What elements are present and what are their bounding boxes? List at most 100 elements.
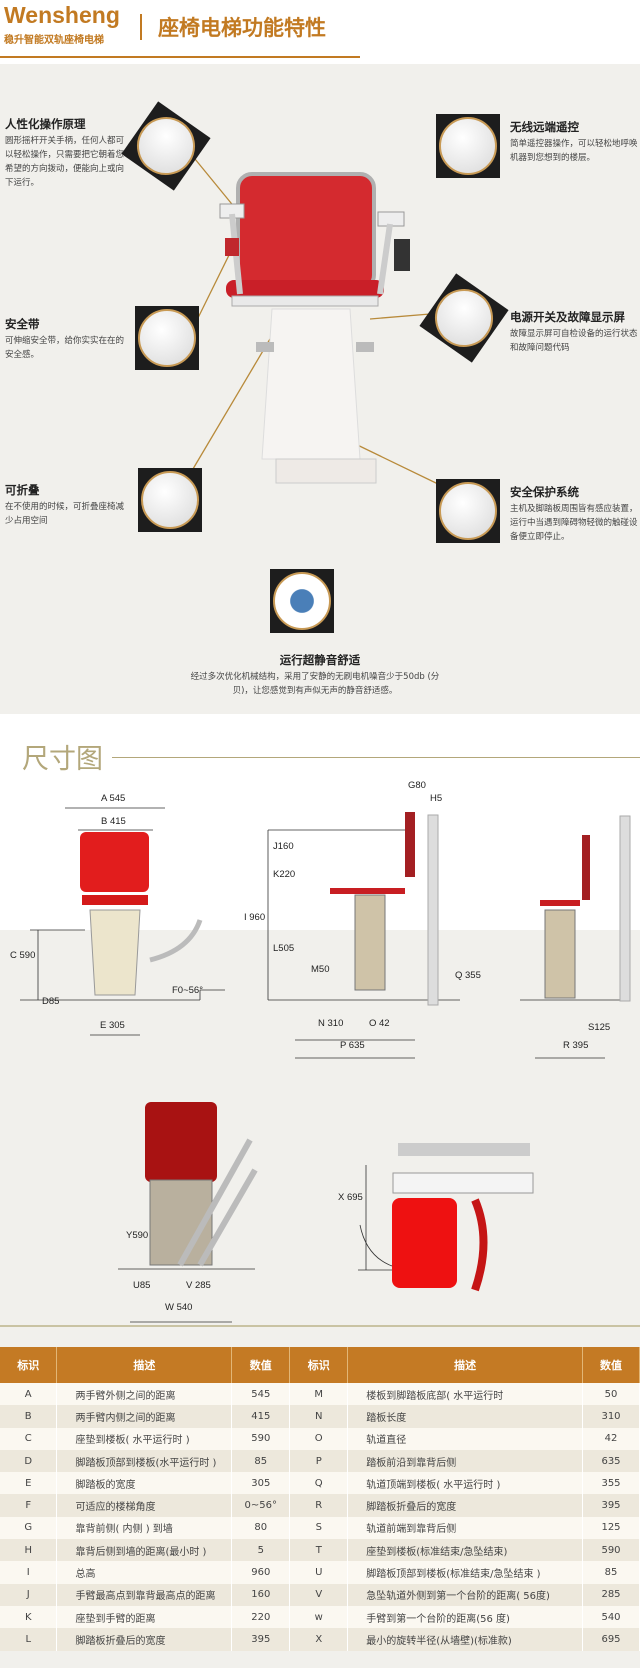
cell-value: 695 bbox=[582, 1628, 640, 1651]
dim-label-m: M50 bbox=[311, 964, 330, 975]
dimension-drawings bbox=[20, 807, 631, 1323]
remote-photo-icon bbox=[436, 114, 500, 178]
feature-desc-safety: 主机及脚踏板周围皆有感应装置，运行中当遇到障碍物轻微的触碰设备便立即停止。 bbox=[510, 504, 638, 542]
dim-label-l: L505 bbox=[273, 943, 295, 954]
page-title: 座椅电梯功能特性 bbox=[158, 16, 326, 40]
seatbelt-photo-icon bbox=[135, 306, 199, 370]
cell-id: D bbox=[0, 1449, 58, 1473]
cell-id: L bbox=[0, 1628, 58, 1651]
dimensions-bg bbox=[0, 930, 640, 1330]
safety-sensor-photo-icon bbox=[436, 479, 500, 543]
cell-id: X bbox=[289, 1628, 349, 1651]
cell-desc: 急坠轨道外侧到第一个台阶的距离( 56度) bbox=[347, 1583, 584, 1606]
feature-title-operation: 人性化操作原理 bbox=[5, 117, 86, 131]
cell-desc: 楼板到脚踏板底部( 水平运行时 bbox=[347, 1383, 584, 1406]
cell-id: P bbox=[289, 1449, 349, 1473]
feature-title-remote: 无线远端遥控 bbox=[510, 120, 579, 134]
cell-id: K bbox=[0, 1605, 58, 1629]
cell-desc: 手臂到第一个台阶的距离(56 度) bbox=[347, 1605, 584, 1629]
chair-illustration bbox=[189, 158, 439, 485]
cell-desc: 踏板前沿到靠背后侧 bbox=[347, 1449, 584, 1473]
cell-desc: 轨道前端到靠背后侧 bbox=[347, 1516, 584, 1540]
dim-label-g: G80 bbox=[408, 780, 426, 791]
cell-id: C bbox=[0, 1427, 58, 1450]
cell-value: 42 bbox=[582, 1427, 640, 1450]
cell-value: 415 bbox=[231, 1405, 291, 1428]
cell-desc: 轨道顶端到楼板( 水平运行时 ) bbox=[347, 1472, 584, 1495]
cell-value: 635 bbox=[582, 1449, 640, 1473]
motor-photo-icon bbox=[270, 569, 334, 633]
col-header-value: 数值 bbox=[582, 1347, 640, 1383]
feature-desc-remote: 简单遥控器操作，可以轻松地呼唤机器到您想到的楼层。 bbox=[510, 139, 638, 163]
cell-desc: 轨道直径 bbox=[347, 1427, 584, 1450]
cell-value: 125 bbox=[582, 1516, 640, 1540]
header-underline bbox=[0, 56, 360, 58]
dim-label-b: B 415 bbox=[101, 816, 126, 827]
feature-title-safety: 安全保护系统 bbox=[510, 485, 579, 499]
side-view-drawing bbox=[330, 812, 439, 1006]
dim-label-f: F0~56° bbox=[172, 985, 204, 996]
feature-desc-operation: 圆形摇杆开关手柄，任何人都可以轻松操作，只需要把它朝着您希望的方向拨动，便能向上… bbox=[5, 136, 125, 188]
dimensions-title: 尺寸图 bbox=[22, 744, 103, 775]
dim-label-e: E 305 bbox=[100, 1020, 125, 1031]
feature-title-quiet: 运行超静音舒适 bbox=[279, 653, 361, 667]
cell-value: 545 bbox=[231, 1383, 291, 1406]
col-header-value: 数值 bbox=[231, 1347, 291, 1383]
divider bbox=[140, 14, 142, 40]
table-header-row: 标识 描述 数值 标识 描述 数值 bbox=[0, 1347, 640, 1383]
cell-value: 50 bbox=[582, 1383, 640, 1406]
col-header-id: 标识 bbox=[289, 1347, 349, 1383]
top-down-view-drawing bbox=[392, 1143, 534, 1292]
cell-desc: 脚踏板顶部到楼板(标准结束/急坠结束 ) bbox=[347, 1561, 584, 1584]
col-header-id: 标识 bbox=[0, 1347, 58, 1383]
folded-view-drawing bbox=[540, 815, 631, 1002]
cell-desc: 脚踏板顶部到楼板(水平运行时 ) bbox=[56, 1449, 233, 1473]
cell-desc: 座垫到手臂的距离 bbox=[56, 1605, 233, 1629]
cell-id: G bbox=[0, 1516, 58, 1540]
feature-title-power: 电源开关及故障显示屏 bbox=[510, 310, 625, 324]
cell-value: 160 bbox=[231, 1583, 291, 1606]
cell-id: E bbox=[0, 1472, 58, 1495]
cell-id: w bbox=[289, 1605, 349, 1629]
cell-value: 310 bbox=[582, 1405, 640, 1428]
col-header-desc: 描述 bbox=[56, 1347, 233, 1383]
cell-id: R bbox=[289, 1494, 349, 1517]
feature-desc-folding: 在不使用的时候，可折叠座椅减少占用空间 bbox=[5, 502, 125, 526]
feature-desc-seatbelt: 可伸缩安全带，给你实实在在的安全感。 bbox=[5, 336, 125, 360]
cell-value: 0~56° bbox=[231, 1494, 291, 1517]
cell-id: S bbox=[289, 1516, 349, 1540]
dim-label-a: A 545 bbox=[101, 793, 126, 804]
cell-id: T bbox=[289, 1539, 349, 1562]
cell-desc: 座垫到楼板( 水平运行时 ) bbox=[56, 1427, 233, 1450]
dim-label-h: H5 bbox=[430, 793, 443, 804]
cell-id: N bbox=[289, 1405, 349, 1428]
dim-label-o: O 42 bbox=[369, 1018, 390, 1029]
dim-label-q: Q 355 bbox=[455, 970, 481, 981]
cell-value: 355 bbox=[582, 1472, 640, 1495]
dim-label-p: P 635 bbox=[340, 1040, 365, 1051]
cell-id: Q bbox=[289, 1472, 349, 1495]
cell-desc: 座垫到楼板(标准结束/急坠结束) bbox=[347, 1539, 584, 1562]
feature-title-seatbelt: 安全带 bbox=[5, 317, 40, 331]
cell-desc: 脚踏板的宽度 bbox=[56, 1472, 233, 1495]
cell-value: 5 bbox=[231, 1539, 291, 1562]
dim-label-j: J160 bbox=[273, 841, 294, 852]
dim-label-s: S125 bbox=[588, 1022, 611, 1033]
cell-desc: 靠背前侧( 内侧 ) 到墙 bbox=[56, 1516, 233, 1540]
header: Wensheng 稳升智能双轨座椅电梯 座椅电梯功能特性 bbox=[0, 0, 640, 64]
folding-photo-icon bbox=[138, 468, 202, 532]
cell-value: 85 bbox=[582, 1561, 640, 1584]
cell-value: 85 bbox=[231, 1449, 291, 1473]
dim-label-w: W 540 bbox=[165, 1302, 193, 1313]
stair-view-drawing bbox=[145, 1102, 258, 1267]
brand-logo: Wensheng bbox=[4, 2, 120, 28]
cell-value: 80 bbox=[231, 1516, 291, 1540]
dim-label-i: I 960 bbox=[244, 912, 266, 923]
dim-label-u: U85 bbox=[133, 1280, 151, 1291]
cell-value: 285 bbox=[582, 1583, 640, 1606]
